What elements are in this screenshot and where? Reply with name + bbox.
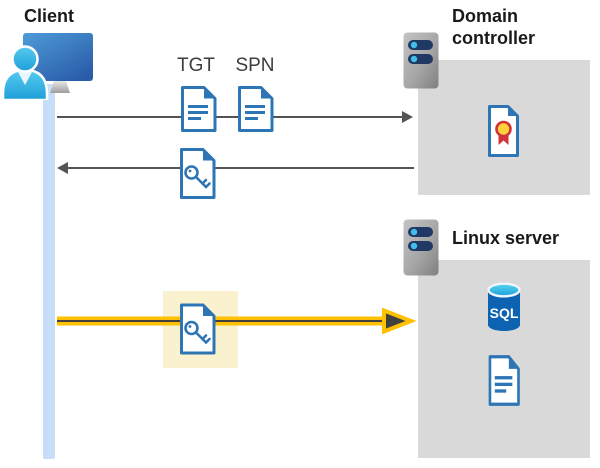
keytab-document-icon (486, 354, 522, 407)
spn-label: SPN (235, 55, 275, 76)
sql-label: SQL (490, 305, 519, 321)
client-label: Client (24, 6, 75, 26)
client-lifeline (43, 84, 55, 459)
certificate-document-icon (486, 104, 521, 158)
response-arrow-head-icon (57, 162, 68, 174)
tgt-document-icon (178, 85, 219, 133)
sql-database-cylinder-icon: SQL (487, 282, 521, 332)
linux-server-host-icon (403, 219, 439, 276)
spn-document-icon (235, 85, 276, 133)
user-at-computer-icon (2, 30, 96, 100)
domain-controller-server-icon (403, 32, 439, 89)
service-ticket-key-icon (177, 302, 218, 356)
request-arrow-head-icon (402, 111, 413, 123)
response-arrow-line (68, 167, 414, 169)
tgt-label: TGT (177, 55, 215, 76)
domain-controller-label: Domain controller (452, 6, 536, 48)
service-ticket-key-icon (177, 147, 218, 200)
request-arrow-line (57, 116, 402, 118)
sql-connection-arrow (50, 308, 418, 334)
linux-server-label: Linux server (452, 228, 560, 248)
